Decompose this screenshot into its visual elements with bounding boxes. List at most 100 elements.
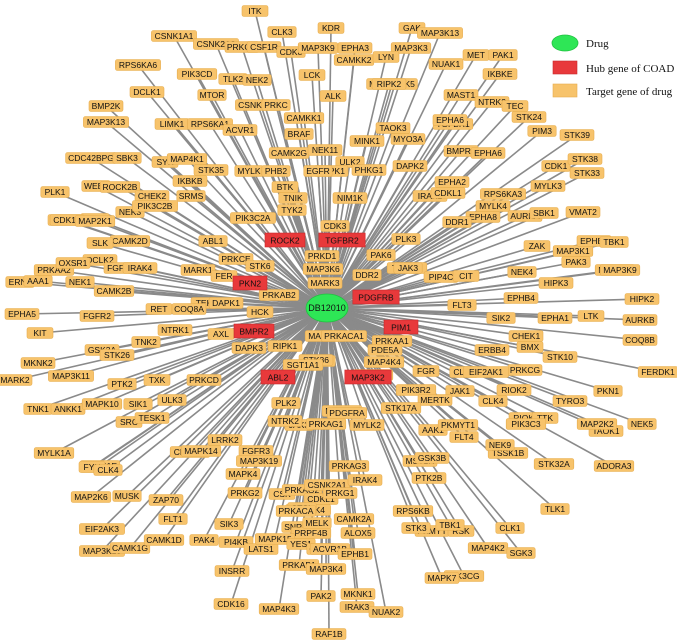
target-node[interactable]: MAP4K4 — [363, 356, 405, 368]
target-node[interactable]: JAK1 — [445, 385, 475, 397]
target-node[interactable]: ITK — [241, 5, 269, 17]
target-node[interactable]: MYLK3 — [530, 180, 566, 192]
target-node[interactable]: STK32A — [533, 458, 575, 470]
target-node[interactable]: MAPK7 — [424, 572, 460, 584]
target-node[interactable]: INSRR — [214, 565, 250, 577]
target-node[interactable]: TBK1 — [435, 519, 465, 531]
target-node[interactable]: ERBB4 — [474, 344, 510, 356]
target-node[interactable]: FERDK1 — [637, 366, 677, 378]
target-node[interactable]: CAMK2D — [109, 235, 151, 247]
target-node[interactable]: PRKAG1 — [305, 418, 347, 430]
target-node[interactable]: PAK1 — [488, 49, 518, 61]
hub-node[interactable]: ABL2 — [260, 369, 296, 385]
target-node[interactable]: STK39 — [559, 129, 595, 141]
target-node[interactable]: CAMK1G — [109, 542, 151, 554]
target-node[interactable]: PDGFRA — [326, 407, 368, 419]
target-node[interactable]: BTK — [271, 181, 299, 193]
target-node[interactable]: MARK2 — [0, 374, 33, 386]
target-node[interactable]: PIK3C3 — [505, 418, 547, 430]
target-node[interactable]: ADORA3 — [593, 460, 635, 472]
target-node[interactable]: AXL — [207, 328, 235, 340]
target-node[interactable]: MAP4K3 — [258, 603, 300, 615]
target-node[interactable]: MAP3K13 — [417, 27, 463, 39]
target-node[interactable]: RPS6KA1 — [187, 118, 233, 130]
target-node[interactable]: EPHA1 — [537, 312, 573, 324]
target-node[interactable]: RPS6KA3 — [480, 188, 526, 200]
target-node[interactable]: FLT4 — [449, 431, 479, 443]
target-node[interactable]: EPHB1 — [337, 548, 373, 560]
target-node[interactable]: CAMKK2 — [333, 54, 375, 66]
target-node[interactable]: MAP3K9 — [599, 264, 641, 276]
target-node[interactable]: IKBKB — [172, 175, 208, 187]
target-node[interactable]: CHEK2 — [134, 190, 170, 202]
target-node[interactable]: MAP2K1 — [74, 215, 116, 227]
target-node[interactable]: MUSK — [112, 490, 142, 502]
target-node[interactable]: EPHA5 — [4, 308, 40, 320]
target-node[interactable]: MAP3K9 — [297, 42, 339, 54]
target-node[interactable]: EGFR — [303, 165, 333, 177]
target-node[interactable]: LYN — [372, 51, 400, 63]
hub-node[interactable]: TGFBR2 — [318, 232, 366, 248]
target-node[interactable]: ACVR1 — [222, 124, 258, 136]
target-node[interactable]: AURKB — [622, 314, 658, 326]
target-node[interactable]: TEC — [501, 100, 529, 112]
target-node[interactable]: FGFR2 — [79, 310, 115, 322]
target-node[interactable]: ULK3 — [157, 394, 187, 406]
target-node[interactable]: MELK — [302, 517, 332, 529]
target-node[interactable]: PRKG1 — [322, 487, 358, 499]
target-node[interactable]: PIM3 — [527, 125, 557, 137]
target-node[interactable]: EIF2AK1 — [463, 366, 509, 378]
target-node[interactable]: NUAK1 — [428, 58, 464, 70]
target-node[interactable]: CAMK2A — [333, 513, 375, 525]
target-node[interactable]: MARK3 — [307, 277, 343, 289]
target-node[interactable]: TYRO3 — [552, 395, 588, 407]
target-node[interactable]: ALK — [319, 90, 347, 102]
target-node[interactable]: CDK3 — [320, 220, 350, 232]
target-node[interactable]: ALOX5 — [340, 527, 376, 539]
target-node[interactable]: MYLK1A — [33, 447, 75, 459]
target-node[interactable]: PRKAB2 — [258, 289, 300, 301]
target-node[interactable]: PRKD1 — [304, 250, 340, 262]
target-node[interactable]: ABL1 — [198, 235, 228, 247]
target-node[interactable]: PAK3 — [561, 256, 591, 268]
hub-node[interactable]: PKN2 — [232, 275, 268, 291]
target-node[interactable]: OXSR1 — [55, 257, 91, 269]
target-node[interactable]: MAP2K6 — [70, 491, 112, 503]
target-node[interactable]: SIK3 — [214, 518, 244, 530]
target-node[interactable]: MAPK14 — [180, 445, 222, 457]
target-node[interactable]: PRPF4B — [290, 527, 332, 539]
target-node[interactable]: FGR — [412, 365, 440, 377]
target-node[interactable]: MAP3K6 — [302, 263, 344, 275]
hub-node[interactable]: ROCK2 — [264, 232, 306, 248]
target-node[interactable]: DDR1 — [442, 216, 472, 228]
target-node[interactable]: PTK2B — [411, 472, 447, 484]
target-node[interactable]: COQ8B — [622, 334, 658, 346]
target-node[interactable]: PIK3CD — [176, 68, 218, 80]
target-node[interactable]: CHEK1 — [508, 330, 544, 342]
target-node[interactable]: IRAK4 — [347, 474, 383, 486]
target-node[interactable]: ZAP70 — [148, 494, 184, 506]
target-node[interactable]: RIPK2 — [371, 78, 407, 90]
target-node[interactable]: PRKAG3 — [328, 460, 370, 472]
target-node[interactable]: NUAK2 — [368, 606, 404, 618]
target-node[interactable]: PRKCD — [186, 374, 222, 386]
target-node[interactable]: SGK3 — [506, 547, 536, 559]
target-node[interactable]: EPHA6 — [470, 147, 506, 159]
target-node[interactable]: MYLK — [234, 165, 264, 177]
target-node[interactable]: PHKG1 — [351, 164, 387, 176]
target-node[interactable]: PRKCG — [507, 364, 543, 376]
hub-node[interactable]: MAP3K2 — [344, 369, 392, 385]
target-node[interactable]: PRKACA — [275, 505, 317, 517]
target-node[interactable]: PRKCE — [218, 253, 254, 265]
target-node[interactable]: NEK5 — [627, 418, 657, 430]
target-node[interactable]: PTK2 — [107, 378, 137, 390]
target-node[interactable]: STK26 — [99, 349, 135, 361]
target-node[interactable]: ZAK — [523, 240, 551, 252]
target-node[interactable]: COQ8A — [171, 303, 207, 315]
target-node[interactable]: MYO3A — [390, 133, 426, 145]
target-node[interactable]: VMAT2 — [565, 206, 601, 218]
target-node[interactable]: LRRK2 — [207, 434, 243, 446]
target-node[interactable]: PAK4 — [189, 534, 219, 546]
target-node[interactable]: MAP3K19 — [236, 455, 282, 467]
target-node[interactable]: HIPK2 — [624, 293, 660, 305]
